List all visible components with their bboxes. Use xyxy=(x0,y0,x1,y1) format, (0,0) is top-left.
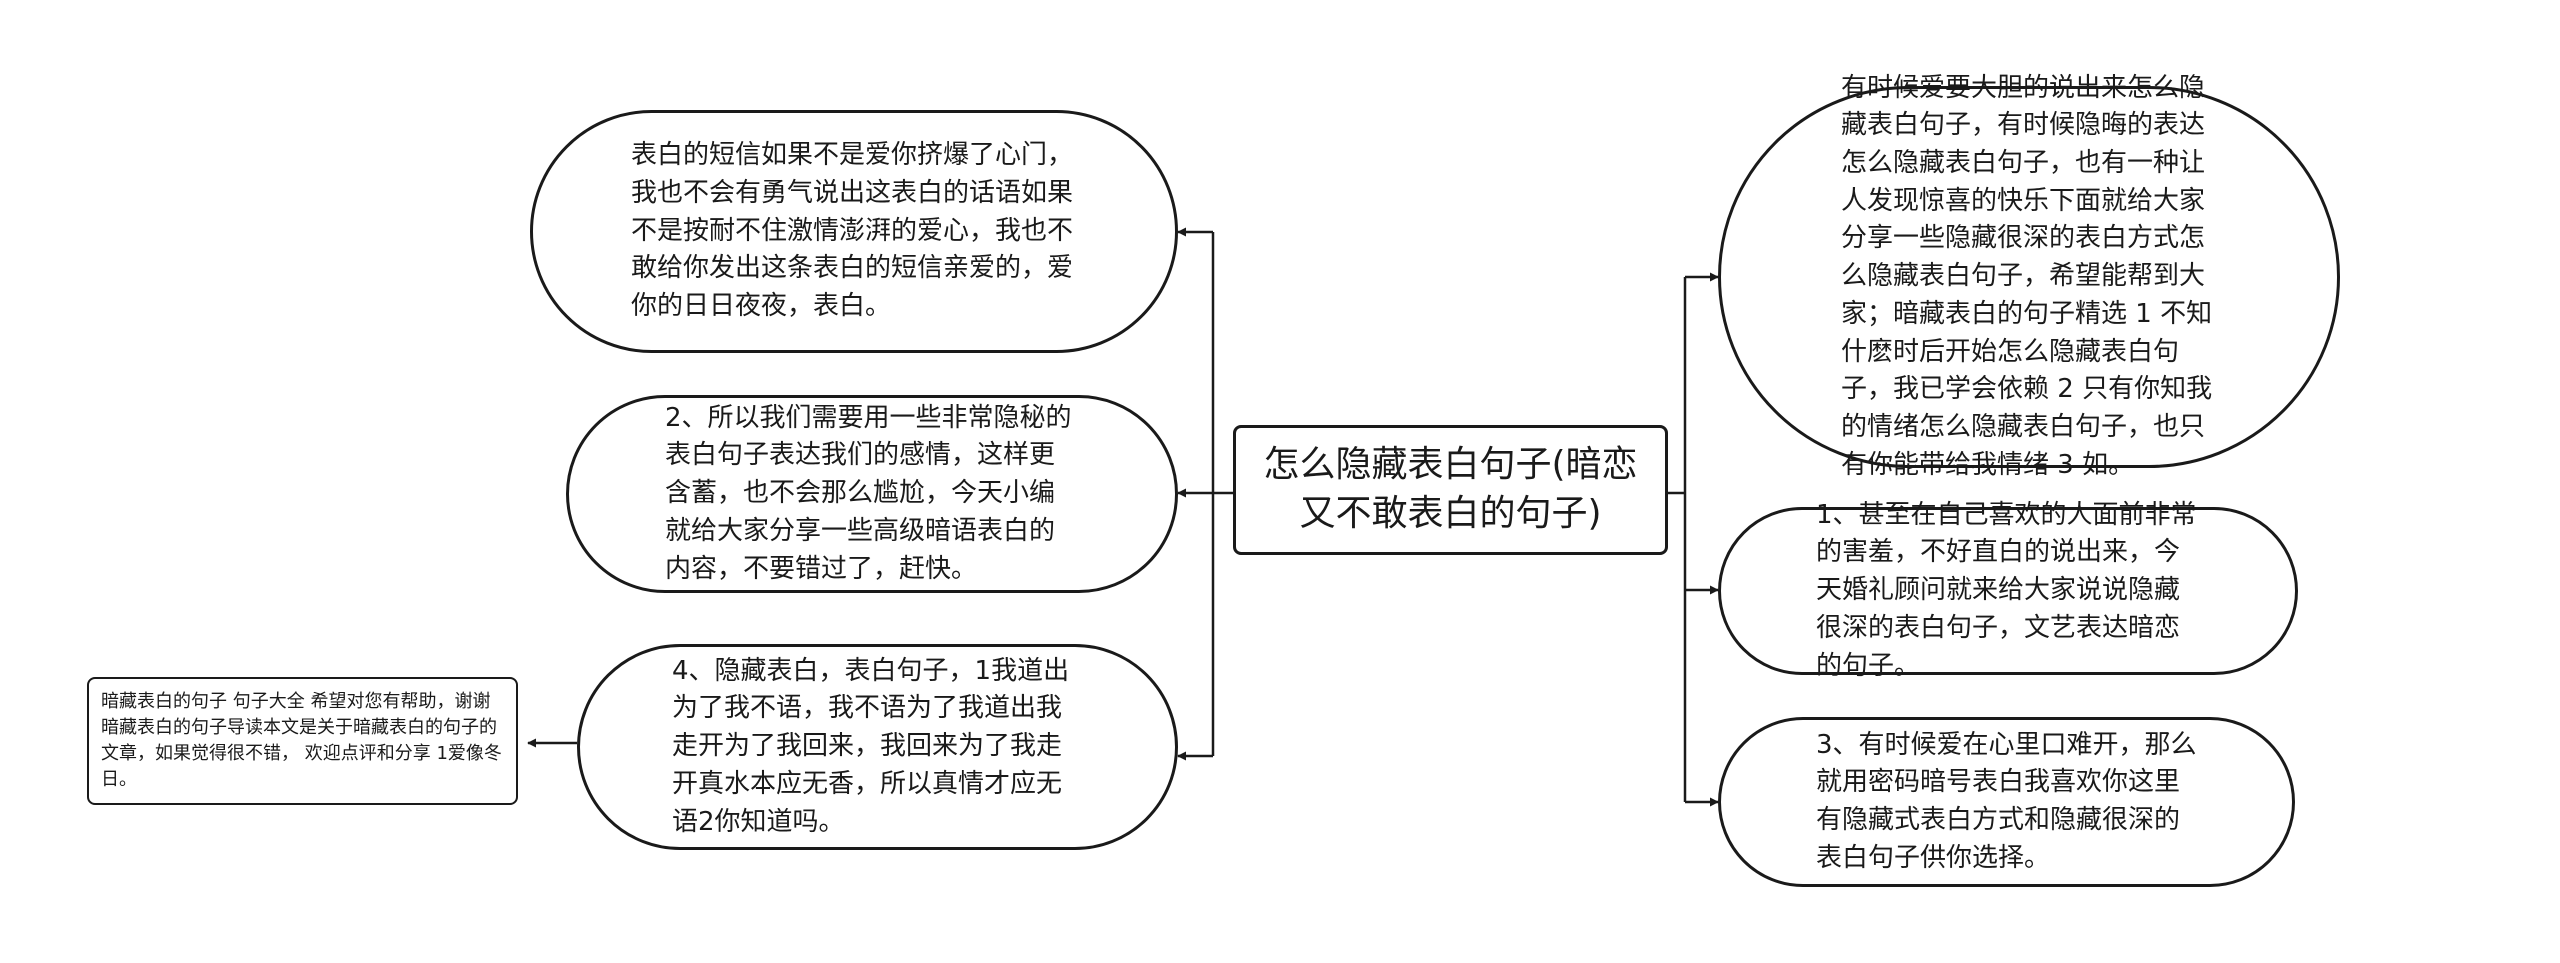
connector-root-right xyxy=(1668,277,1687,802)
right-topic-2[interactable]: 1、甚至在自己喜欢的人面前非常的害羞，不好直白的说出来，今天婚礼顾问就来给大家说… xyxy=(1718,500,2298,681)
left-topic-1[interactable]: 表白的短信如果不是爱你挤爆了心门，我也不会有勇气说出这表白的话语如果不是按耐不住… xyxy=(530,110,1178,353)
note-topic[interactable]: 暗藏表白的句子 句子大全 希望对您有帮助，谢谢暗藏表白的句子导读本文是关于暗藏表… xyxy=(87,677,518,805)
root-topic[interactable]: 怎么隐藏表白句子(暗恋又不敢表白的句子) xyxy=(1233,425,1668,555)
left-topic-2-text: 2、所以我们需要用一些非常隐秘的表白句子表达我们的感情，这样更含蓄，也不会那么尴… xyxy=(665,402,1072,584)
right-topic-1-text: 有时候爱要大胆的说出来怎么隐藏表白句子，有时候隐晦的表达怎么隐藏表白句子，也有一… xyxy=(1841,72,2213,480)
left-topic-2[interactable]: 2、所以我们需要用一些非常隐秘的表白句子表达我们的感情，这样更含蓄，也不会那么尴… xyxy=(566,395,1178,593)
right-topic-3-text: 3、有时候爱在心里口难开，那么就用密码暗号表白我喜欢你这里有隐藏式表白方式和隐藏… xyxy=(1816,729,2197,873)
right-topic-2-text: 1、甚至在自己喜欢的人面前非常的害羞，不好直白的说出来，今天婚礼顾问就来给大家说… xyxy=(1816,499,2197,681)
root-topic-title: 怎么隐藏表白句子(暗恋又不敢表白的句子) xyxy=(1263,444,1638,534)
left-topic-3-text: 4、隐藏表白，表白句子，1我道出为了我不语，我不语为了我道出我走开为了我回来，我… xyxy=(672,655,1070,837)
left-topic-3[interactable]: 4、隐藏表白，表白句子，1我道出为了我不语，我不语为了我道出我走开为了我回来，我… xyxy=(577,644,1178,850)
left-topic-1-text: 表白的短信如果不是爱你挤爆了心门，我也不会有勇气说出这表白的话语如果不是按耐不住… xyxy=(631,140,1074,322)
connector-root-left xyxy=(1211,232,1233,756)
right-topic-1[interactable]: 有时候爱要大胆的说出来怎么隐藏表白句子，有时候隐晦的表达怎么隐藏表白句子，也有一… xyxy=(1718,73,2340,480)
right-topic-3[interactable]: 3、有时候爱在心里口难开，那么就用密码暗号表白我喜欢你这里有隐藏式表白方式和隐藏… xyxy=(1718,717,2295,887)
note-topic-text: 暗藏表白的句子 句子大全 希望对您有帮助，谢谢暗藏表白的句子导读本文是关于暗藏表… xyxy=(101,691,502,791)
